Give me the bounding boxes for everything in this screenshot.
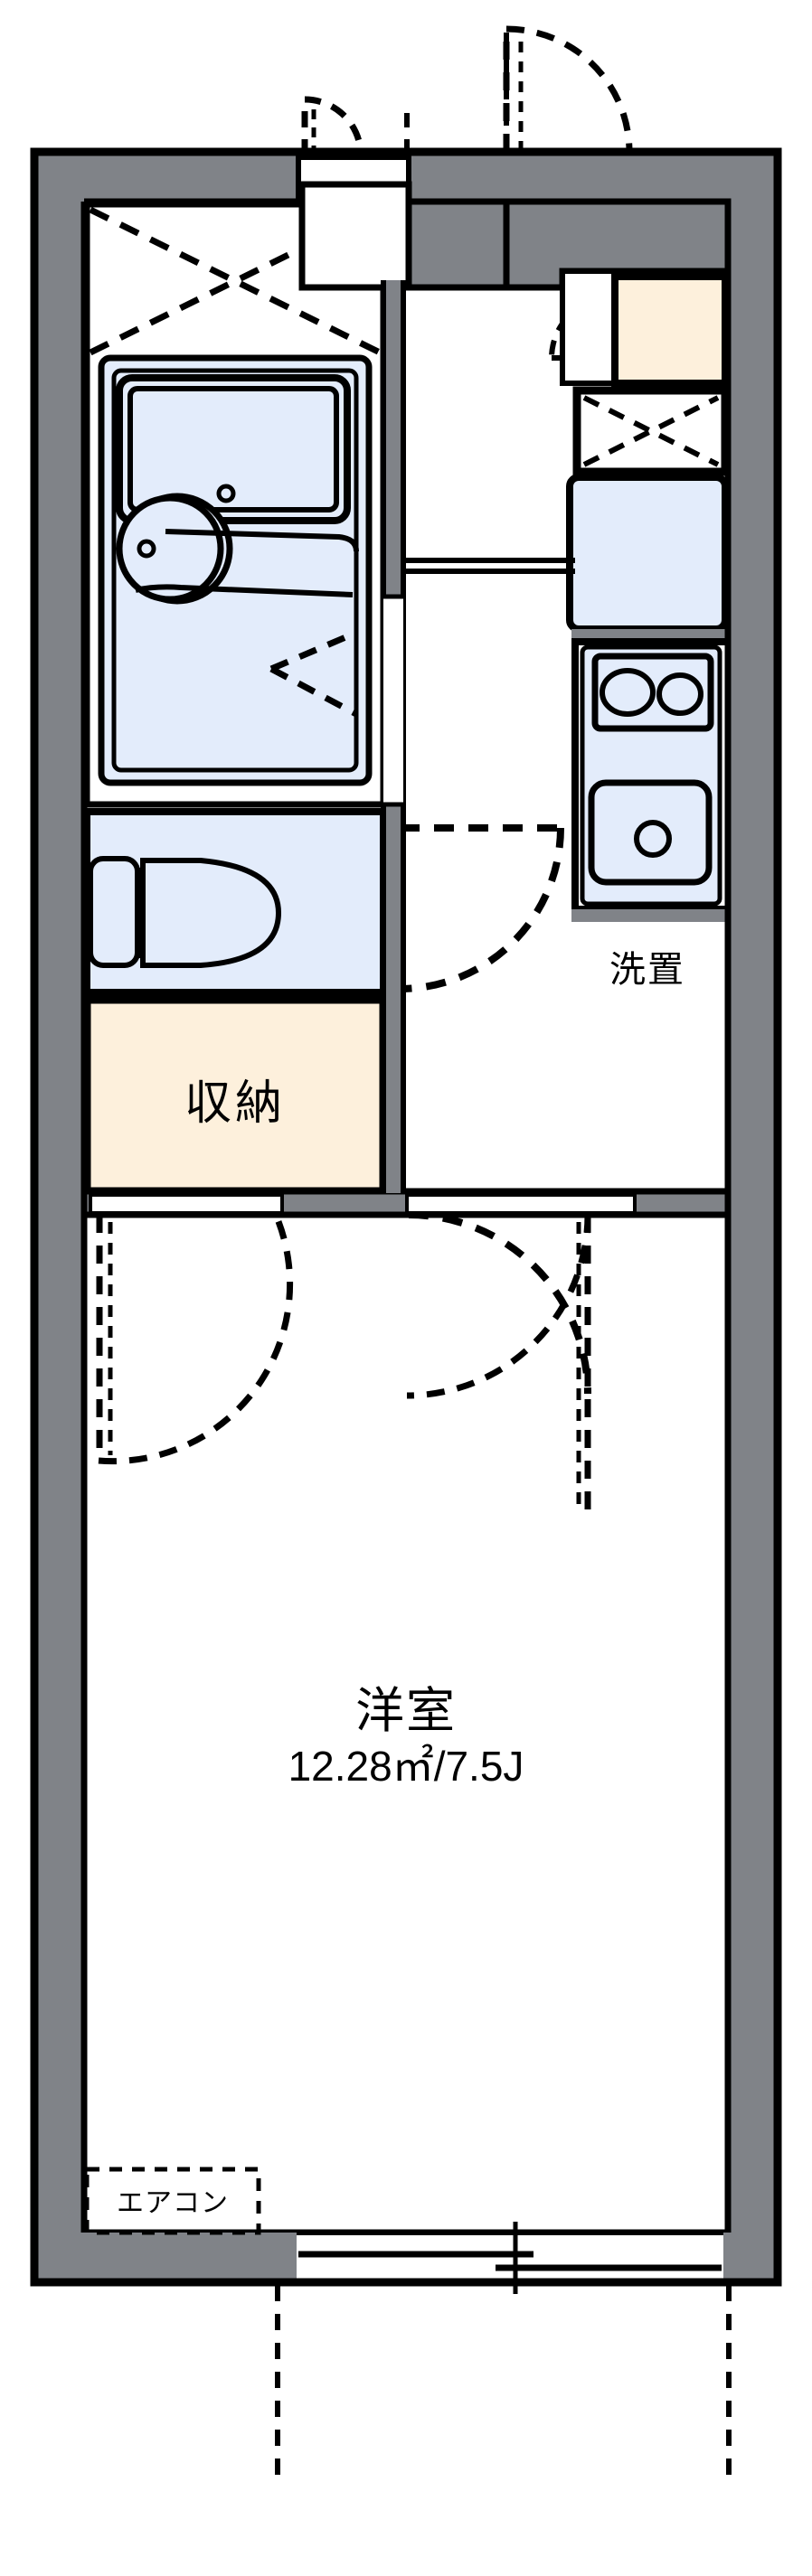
entrance-door-swing [503,25,633,153]
hall-step-notch [503,198,732,387]
left-wall-column [30,152,88,2282]
main-room-name: 洋室 [355,1684,457,1738]
washer-space-box [566,474,729,633]
exterior-dashed-stubs [302,31,509,154]
aircon-box [84,2167,261,2235]
kitchen-right-wall [724,202,778,2282]
upper-cabinet-box [572,386,730,476]
unit-bath-room [83,201,387,808]
hall-door-right-swing [406,1214,591,1518]
burner-right [656,672,703,716]
balcony-window [34,2222,778,2481]
hall-door-left-swing [96,1213,294,1465]
counter-ledge [403,558,575,574]
burner-left [600,668,656,717]
toilet-door-swing [399,824,564,992]
frame-edges [30,152,782,2287]
kitchen-area [549,268,734,922]
upper-cabinet-x [582,395,720,467]
bath-door-corner-mark [269,629,358,718]
aircon-label: エアコン [117,2188,229,2218]
hall-kitchen-stub [381,280,406,1193]
sink-drain [634,820,672,858]
hall-door-right-arc2 [408,1211,591,1395]
washer-space-label: 洗置 [609,950,685,990]
main-room-area: 12.28㎡/7.5J [288,1743,524,1790]
hall-main-divider [80,1188,732,1218]
genkan-surround [298,181,510,291]
storage-label: 収納 [184,1077,286,1130]
storage-closet [82,995,388,1196]
toilet-room [83,808,387,996]
balcony-extension-lines [275,2285,732,2481]
